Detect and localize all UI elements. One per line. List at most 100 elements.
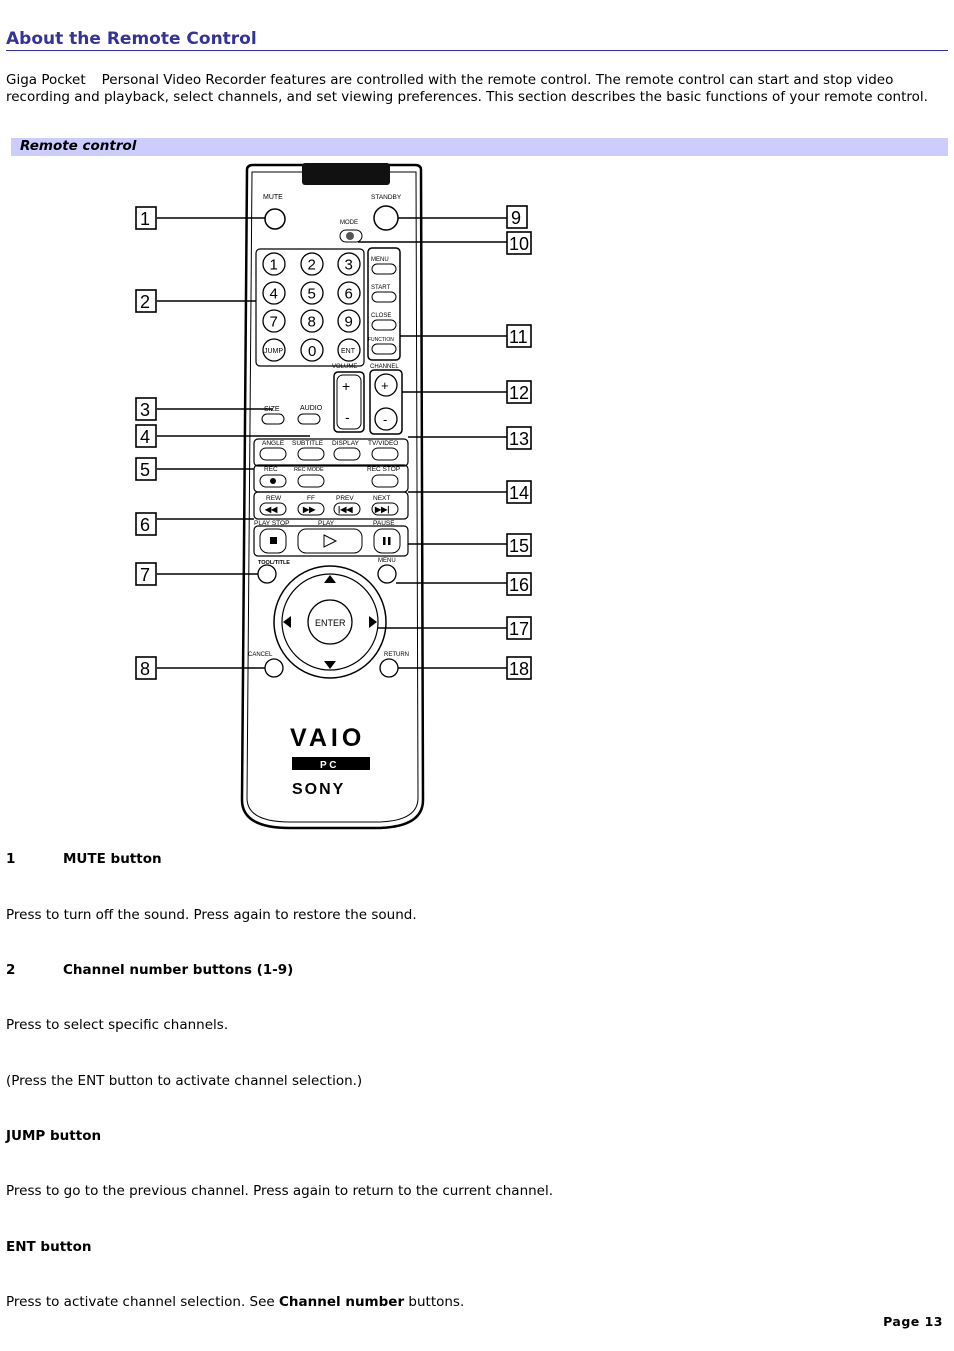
callout-number-11: 11 xyxy=(509,327,528,347)
mute-label: MUTE xyxy=(263,194,283,201)
play-label: PLAY xyxy=(318,520,335,527)
volume-rocker xyxy=(336,374,362,430)
rew-label: REW xyxy=(266,495,282,502)
digit-button-6 xyxy=(337,281,361,305)
close-button xyxy=(371,319,397,331)
start-button xyxy=(371,291,397,303)
entry-2-label: Channel number buttons (1-9) xyxy=(63,962,294,978)
callout-number-16: 16 xyxy=(509,575,529,595)
recstop-label: REC STOP xyxy=(367,466,400,473)
entry-1-text: Press to turn off the sound. Press again… xyxy=(6,907,417,923)
nav-up-arrow xyxy=(324,575,336,583)
svg-text:▶▶|: ▶▶| xyxy=(374,505,390,514)
return-label: RETURN xyxy=(384,652,409,658)
digit-label-9: 9 xyxy=(345,314,353,331)
pause-button xyxy=(373,528,401,554)
function-button xyxy=(371,343,397,355)
figure-caption-bar: Remote control xyxy=(11,138,948,156)
channel-down-button xyxy=(374,407,398,431)
callout-number-14: 14 xyxy=(509,483,529,503)
channel-up-button xyxy=(374,373,398,397)
next-button xyxy=(371,502,399,516)
callout-number-12: 12 xyxy=(509,383,529,403)
digit-button-4 xyxy=(262,281,286,305)
digit-button-8 xyxy=(300,309,324,333)
ent-entry-text: Press to activate channel selection. See… xyxy=(6,1294,464,1310)
volume-frame xyxy=(333,371,365,433)
jump-button xyxy=(262,338,286,362)
size-button xyxy=(261,413,285,425)
menu-label: MENU xyxy=(371,257,389,263)
callout-number-8: 8 xyxy=(140,659,150,679)
display-button xyxy=(333,447,361,461)
ir-window xyxy=(302,163,390,185)
callout-box-5 xyxy=(135,457,157,481)
recstop-button xyxy=(371,474,399,488)
number-pad-frame xyxy=(255,248,365,367)
callout-number-13: 13 xyxy=(509,429,529,449)
start-label: START xyxy=(371,285,390,291)
callout-number-18: 18 xyxy=(509,659,529,679)
prev-label: PREV xyxy=(336,495,354,502)
ff-label: FF xyxy=(307,495,315,502)
callout-box-4 xyxy=(135,424,157,448)
ent-entry-text-post: buttons. xyxy=(404,1294,465,1310)
nav-left-arrow xyxy=(283,616,291,628)
digit-label-1: 1 xyxy=(270,257,278,274)
svg-text:|◀◀: |◀◀ xyxy=(338,505,353,514)
remote-body xyxy=(240,163,425,830)
close-label: CLOSE xyxy=(371,313,391,319)
callout-box-10 xyxy=(506,231,532,255)
angle-row-frame xyxy=(253,438,409,467)
callout-box-13 xyxy=(506,426,532,450)
callout-box-1 xyxy=(135,206,157,230)
zero-label: 0 xyxy=(308,343,316,360)
angle-button xyxy=(259,447,287,461)
tvvideo-label: TV/VIDEO xyxy=(368,440,398,447)
enter-label: ENTER xyxy=(315,618,346,628)
digit-label-3: 3 xyxy=(345,257,353,274)
callout-box-9 xyxy=(506,205,528,229)
ent-button xyxy=(337,338,361,362)
digit-button-3 xyxy=(337,252,361,276)
tooltitle-button xyxy=(257,564,277,584)
mode-label: MODE xyxy=(340,220,358,226)
menu2-button xyxy=(377,564,397,584)
callout-box-7 xyxy=(135,562,157,586)
digit-button-1 xyxy=(262,252,286,276)
audio-button xyxy=(297,413,321,425)
transport-row-frame xyxy=(253,491,409,520)
pc-label: P C xyxy=(320,760,337,771)
entry-1-number: 1 xyxy=(6,851,16,867)
figure-caption: Remote control xyxy=(20,138,137,154)
digit-button-5 xyxy=(300,281,324,305)
next-label: NEXT xyxy=(373,495,390,502)
volume-label: VOLUME xyxy=(332,364,357,370)
callout-number-7: 7 xyxy=(140,565,150,585)
recmode-label: REC MODE xyxy=(294,467,324,473)
rec-label: REC xyxy=(264,466,278,473)
channel-number-link-text: Channel number xyxy=(279,1294,405,1310)
jump-entry-text: Press to go to the previous channel. Pre… xyxy=(6,1183,554,1199)
nav-down-arrow xyxy=(324,661,336,669)
nav-right-arrow xyxy=(369,616,377,628)
audio-label: AUDIO xyxy=(300,405,323,412)
svg-text:▶▶: ▶▶ xyxy=(302,505,316,514)
channel-plus-label: + xyxy=(381,378,389,393)
entry-2-note: (Press the ENT button to activate channe… xyxy=(6,1073,363,1089)
display-label: DISPLAY xyxy=(332,440,360,447)
callout-number-3: 3 xyxy=(140,400,150,420)
menu-group-frame xyxy=(367,247,401,361)
standby-label: STANDBY xyxy=(371,194,402,201)
digit-label-5: 5 xyxy=(308,286,316,303)
svg-text:◀◀: ◀◀ xyxy=(264,505,278,514)
subtitle-label: SUBTITLE xyxy=(292,440,324,447)
jump-label: JUMP xyxy=(264,348,283,355)
entry-1-label: MUTE button xyxy=(63,851,162,867)
vaio-logo: VAIO xyxy=(290,724,365,752)
sony-logo: SONY xyxy=(292,781,345,798)
channel-label: CHANNEL xyxy=(370,364,399,370)
